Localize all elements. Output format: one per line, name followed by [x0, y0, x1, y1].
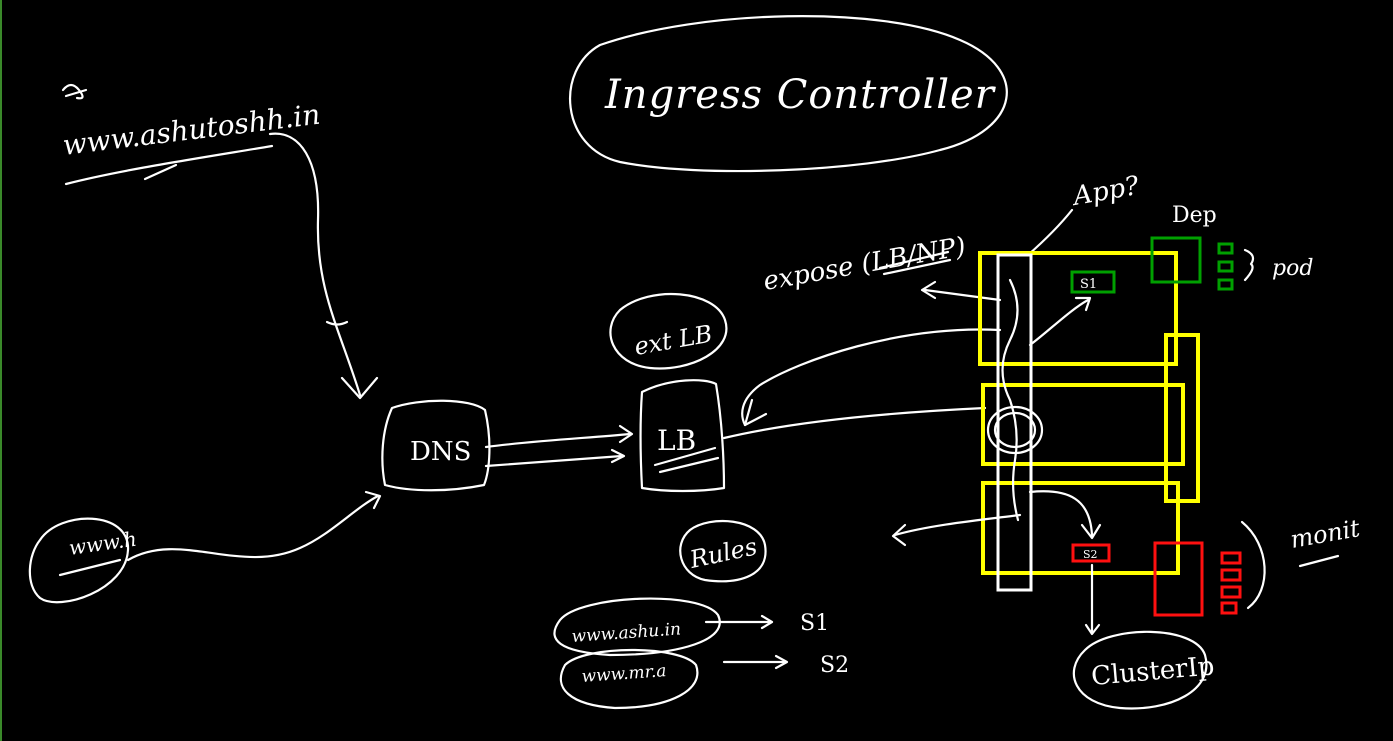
dep-label: Dep [1172, 203, 1217, 228]
scribble-mark [61, 83, 88, 100]
arrow-to-s1 [1028, 298, 1090, 347]
ingress-circle [986, 405, 1044, 455]
rules-label: Rules [686, 532, 759, 574]
yellow-node-side [1164, 333, 1200, 503]
title-text: Ingress Controller [604, 72, 997, 118]
pod-green-3 [1217, 278, 1234, 291]
dep-green-box [1150, 236, 1202, 284]
yellow-node-1 [978, 251, 1178, 366]
expose-arrow [741, 328, 1002, 427]
rule1-ellipse [553, 597, 721, 657]
pod-green-2 [1217, 260, 1234, 273]
url-main-tick [143, 163, 178, 181]
monit-label: monit [1288, 514, 1362, 554]
yellow-node-2 [981, 383, 1185, 466]
ext-lb-label: ext LB [632, 320, 714, 361]
pod-red-1 [1220, 551, 1242, 565]
pod-brace [1243, 248, 1255, 282]
pod-red-4 [1220, 601, 1238, 615]
app-label: App? [1069, 171, 1142, 213]
expose-label: expose (LB/NP) [761, 232, 968, 297]
node3-left-arrow [893, 513, 1022, 537]
rule2-ellipse [559, 648, 699, 710]
s1-label: S1 [1080, 277, 1097, 292]
rules-ellipse [679, 519, 767, 583]
arrow-lb-to-node [722, 406, 987, 440]
rule2-target: S2 [820, 653, 849, 678]
pod-red-3 [1220, 585, 1242, 599]
rule2-host: www.mr.a [581, 661, 667, 687]
url-main-text: www.ashutoshh.in [61, 98, 322, 162]
dns-label: DNS [410, 437, 471, 467]
url-main-underline [64, 144, 274, 186]
arrow-url-to-dns [268, 132, 362, 397]
ext-lb-ellipse [609, 292, 728, 370]
url-side-ellipse [28, 517, 130, 604]
pod-label: pod [1272, 256, 1313, 281]
lb-label: LB [657, 424, 696, 457]
arrow-dns-to-lb [484, 432, 632, 449]
dep-red-box [1153, 541, 1204, 617]
s1-box [1070, 270, 1116, 294]
lb-box [639, 379, 726, 493]
arrow-to-s2 [1028, 490, 1094, 537]
rule1-host: www.ashu.in [571, 619, 682, 647]
arrow-side-to-dns [126, 494, 380, 562]
s2-box [1071, 543, 1111, 563]
pod-green-1 [1217, 242, 1234, 255]
yellow-node-3 [981, 481, 1180, 575]
rule1-target: S1 [800, 611, 829, 636]
monit-bracket [1240, 520, 1266, 610]
pod-red-2 [1220, 568, 1242, 582]
expose-left-arrow [923, 288, 1002, 302]
dns-box [381, 399, 491, 492]
title-ellipse [568, 15, 1008, 173]
s2-label: S2 [1083, 548, 1098, 561]
clusterip-ellipse [1072, 630, 1208, 710]
